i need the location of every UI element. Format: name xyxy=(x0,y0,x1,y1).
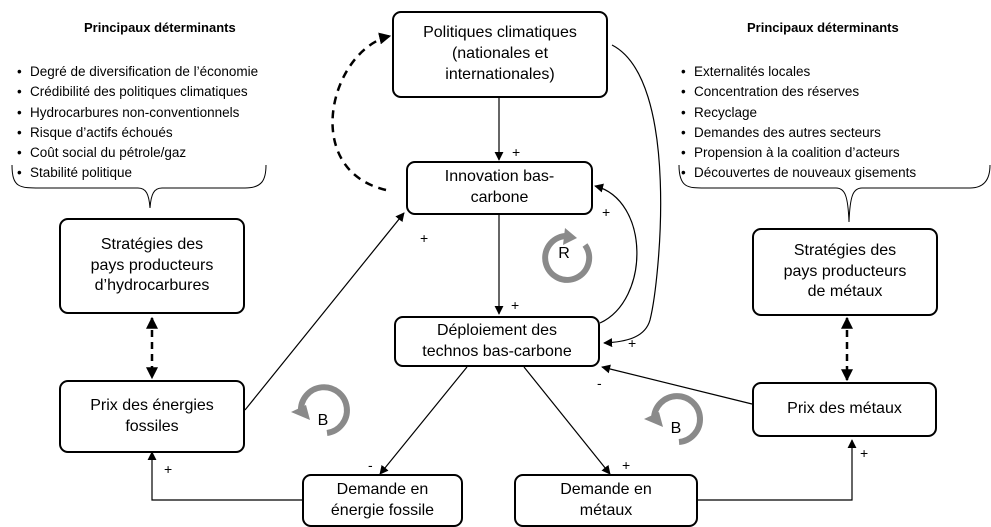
node-demande-metaux: Demande en métaux xyxy=(514,474,698,527)
right-determinant-item: Recyclage xyxy=(678,103,916,124)
arrow-deploiement-innovation xyxy=(594,183,638,324)
node-strategies-hydrocarbures: Stratégies des pays producteurs d’hydroc… xyxy=(59,218,245,314)
right-determinants-list: Externalités localesConcentration des ré… xyxy=(678,62,916,184)
node-prix-energies-fossiles: Prix des énergies fossiles xyxy=(59,380,245,453)
node-prix-metaux: Prix des métaux xyxy=(752,382,937,437)
right-determinants-heading: Principaux déterminants xyxy=(747,20,899,35)
sign-deploiement-innovation: + xyxy=(602,204,611,220)
arrow-prix-metaux-deploiement xyxy=(601,364,753,405)
left-determinant-item: Stabilité politique xyxy=(14,163,258,184)
balancing-loop-right-label: B xyxy=(670,420,682,437)
arrow-demande-metaux-prix-metaux xyxy=(698,439,857,501)
sign-deploiement-demande-fossile: - xyxy=(368,457,373,473)
right-determinant-item: Découvertes de nouveaux gisements xyxy=(678,163,916,184)
dashed-arrow-innovation-politiques xyxy=(331,32,392,192)
sign-demande-metaux-prix-metaux: + xyxy=(860,445,869,461)
left-determinants-heading: Principaux déterminants xyxy=(84,20,236,35)
node-demande-energie-fossile: Demande en énergie fossile xyxy=(302,474,463,527)
arrow-prix-fossiles-innovation xyxy=(244,212,405,411)
arrow-demande-fossile-prix-fossiles xyxy=(147,451,302,501)
left-determinant-item: Coût social du pétrole/gaz xyxy=(14,143,258,164)
reinforcing-loop-label: R xyxy=(558,245,570,262)
sign-innovation-deploiement: + xyxy=(511,297,520,313)
left-determinant-item: Degré de diversification de l’économie xyxy=(14,62,258,83)
sign-deploiement-demande-metaux: + xyxy=(622,457,631,473)
left-determinant-item: Crédibilité des politiques climatiques xyxy=(14,82,258,103)
balancing-loop-left-icon xyxy=(291,384,350,436)
sign-demande-fossile-prix-fossiles: + xyxy=(164,461,173,477)
right-determinants-brace xyxy=(678,164,991,223)
sign-politiques-innovation: + xyxy=(512,144,521,160)
right-determinant-item: Externalités locales xyxy=(678,62,916,83)
left-determinant-item: Risque d’actifs échoués xyxy=(14,123,258,144)
arrow-deploiement-demande-metaux xyxy=(523,366,611,475)
right-determinant-item: Propension à la coalition d’acteurs xyxy=(678,143,916,164)
left-determinant-item: Hydrocarbures non-conventionnels xyxy=(14,103,258,124)
right-determinant-item: Demandes des autres secteurs xyxy=(678,123,916,144)
reinforcing-loop-icon xyxy=(542,228,593,283)
sign-prix-metaux-deploiement: - xyxy=(597,375,602,391)
balancing-loop-right-icon xyxy=(644,393,703,445)
left-determinants-list: Degré de diversification de l’économieCr… xyxy=(14,62,258,184)
left-determinants-brace xyxy=(11,164,267,209)
node-innovation-bas-carbone: Innovation bas- carbone xyxy=(406,161,593,215)
right-determinant-item: Concentration des réserves xyxy=(678,82,916,103)
sign-prix-fossiles-innovation: + xyxy=(420,230,429,246)
sign-politiques-deploiement: + xyxy=(628,335,637,351)
arrow-deploiement-demande-fossile xyxy=(379,366,468,475)
node-strategies-metaux: Stratégies des pays producteurs de métau… xyxy=(752,228,938,316)
arrow-politiques-deploiement xyxy=(603,44,662,348)
node-deploiement-technos: Déploiement des technos bas-carbone xyxy=(394,316,600,367)
node-politiques-climatiques: Politiques climatiques (nationales et in… xyxy=(392,11,608,98)
balancing-loop-left-label: B xyxy=(317,412,329,429)
